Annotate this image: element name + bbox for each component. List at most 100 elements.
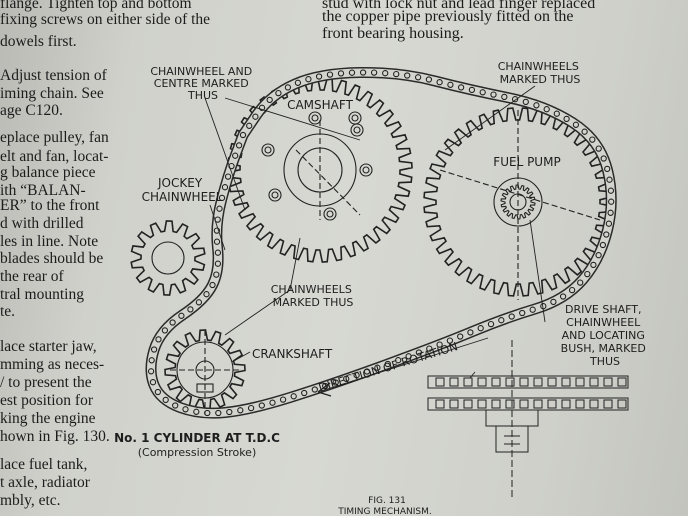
gear-details: [151, 110, 601, 415]
left-column-line: g balance piece: [0, 164, 96, 181]
camshaft-gear: [227, 77, 413, 263]
chain-roller: [232, 152, 239, 159]
section-link: [603, 377, 613, 387]
chain-roller: [577, 279, 584, 286]
label-chainwheel-centre: CHAINWHEEL AND CENTRE MARKED THUS: [150, 65, 255, 102]
chain-roller: [498, 317, 505, 324]
chain-roller: [172, 402, 179, 409]
section-link: [505, 377, 515, 387]
figure-title: TIMING MECHANISM.: [337, 507, 432, 516]
crankshaft-chainwheel: [164, 329, 246, 411]
chain-roller: [501, 93, 508, 101]
jockey-hub: [151, 241, 185, 275]
chain-section-detail: [427, 340, 629, 500]
chain-roller: [359, 69, 367, 76]
label-fuel-pump: FUEL PUMP: [493, 155, 560, 169]
section-link: [547, 399, 557, 409]
left-column-line: king the engine: [0, 410, 96, 427]
section-link: [435, 377, 445, 387]
gears: [130, 77, 613, 411]
chain-roller: [213, 271, 220, 278]
leader-line: [224, 97, 361, 141]
leader-line: [469, 371, 476, 379]
chain-roller: [370, 69, 378, 76]
label-crankshaft: CRANKSHAFT: [252, 347, 333, 361]
section-link: [435, 399, 445, 409]
chain-roller: [468, 86, 476, 94]
bolt-hole-inner: [362, 166, 370, 174]
chain-roller: [246, 122, 253, 129]
section-link: [463, 377, 473, 387]
chain-roller: [353, 372, 360, 379]
bolt-hole-inner: [271, 191, 279, 199]
chain-roller: [568, 286, 576, 294]
chain-roller: [382, 70, 389, 77]
left-column-line: dowels first.: [0, 33, 77, 50]
left-column-line: lace starter jaw,: [0, 338, 97, 355]
chain-roller: [269, 399, 276, 406]
chain-roller: [161, 327, 169, 334]
label-drive-shaft: DRIVE SHAFT, CHAINWHEEL AND LOCATING BUS…: [561, 303, 650, 368]
chain-roller: [529, 306, 536, 313]
left-column-line: t axle, radiator: [0, 474, 90, 491]
chain-roller: [543, 106, 550, 113]
chain-roller: [374, 364, 381, 371]
section-link: [575, 377, 585, 387]
chain-roller: [519, 309, 526, 317]
chain-roller: [550, 298, 557, 306]
left-column-line: est position for: [0, 392, 93, 409]
chain-roller: [511, 96, 519, 103]
section-link: [589, 377, 599, 387]
chain-roller: [305, 76, 312, 83]
section-link: [477, 399, 487, 409]
fuel-pump-spline: [500, 184, 536, 220]
chain-roller: [393, 70, 400, 78]
chain-roller: [559, 293, 567, 300]
chain-roller: [214, 260, 222, 267]
chain-roller: [395, 357, 402, 364]
right-column-line: front bearing housing.: [322, 25, 464, 42]
section-link: [449, 399, 459, 409]
left-column-line: fixing screws on either side of the: [0, 11, 211, 28]
bolt-hole: [261, 143, 275, 157]
chain-roller: [581, 128, 588, 135]
chain-roller: [436, 79, 443, 86]
left-column-line: flange. Tighten top and bottom: [0, 0, 192, 12]
chain-roller: [608, 198, 615, 205]
left-column-line: tral mounting: [0, 286, 84, 303]
chain-roller: [600, 155, 607, 162]
chain-roller: [218, 194, 226, 202]
section-link: [477, 377, 487, 387]
left-column-line: ER” to the front: [0, 197, 100, 214]
chain-roller: [487, 320, 495, 328]
chain-roller: [457, 84, 465, 91]
section-link: [617, 399, 627, 409]
left-column-line: mbly, etc.: [0, 492, 61, 509]
chain-roller: [607, 187, 615, 194]
section-link: [589, 399, 599, 409]
left-column-line: d with drilled: [0, 215, 84, 232]
chain-roller: [301, 389, 308, 397]
chain-roller: [603, 231, 610, 238]
left-column-line: mming as neces-: [0, 356, 105, 373]
chain-roller: [479, 89, 486, 96]
left-column-line: Adjust tension of: [0, 67, 107, 84]
bolt-hole-inner: [351, 114, 359, 122]
section-upper-plate: [427, 375, 629, 389]
leader-line: [444, 85, 536, 151]
left-column-line: ith “BALAN-: [0, 182, 86, 199]
right-column-line: stud with lock nut and lead finger repla…: [322, 0, 596, 12]
leader-line: [529, 219, 546, 323]
chain-roller: [148, 357, 155, 364]
chain-roller: [155, 336, 162, 343]
chain-roller: [589, 136, 596, 143]
centre-line: [295, 149, 361, 216]
section-link: [519, 399, 529, 409]
chain-roller: [252, 113, 259, 120]
chain-roller: [154, 388, 162, 396]
left-column-line: iming chain. See: [0, 85, 104, 102]
chain-roller: [193, 408, 200, 415]
section-link: [603, 399, 613, 409]
chain-roller: [426, 345, 433, 352]
